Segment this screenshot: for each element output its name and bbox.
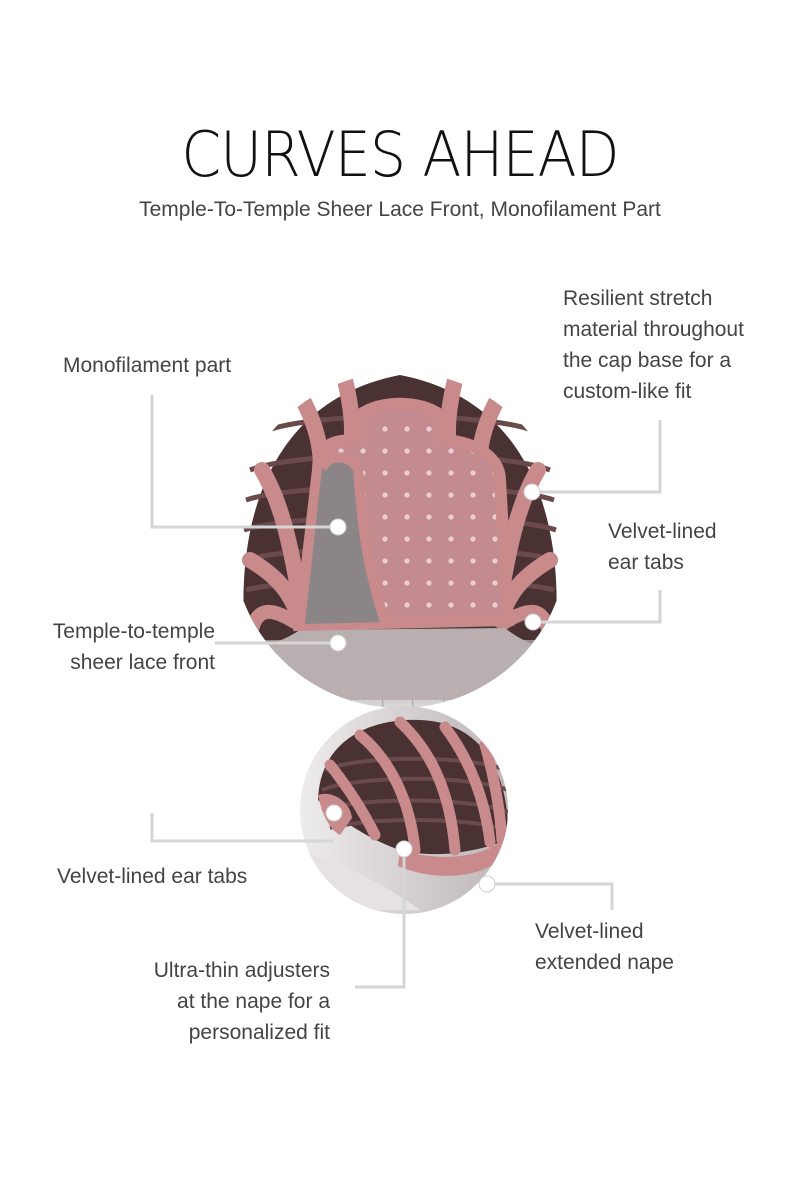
label-monofilament-part: Monofilament part — [63, 354, 232, 377]
label-stretch-line-2: material throughout — [563, 318, 744, 341]
page-title: CURVES AHEAD — [181, 118, 619, 191]
label-adjusters: Ultra-thin adjusters at the nape for a p… — [90, 955, 330, 1048]
label-ear-tabs-top: Velvet-lined ear tabs — [608, 516, 717, 578]
top-cap-view — [232, 372, 568, 708]
label-lace-front-line-1: Temple-to-temple — [52, 620, 215, 643]
label-ear-tabs-top-line-1: Velvet-lined — [608, 520, 717, 543]
callout-dot-monofilament — [329, 518, 347, 536]
label-adjusters-line-2: at the nape for a — [177, 990, 330, 1013]
label-extended-nape: Velvet-lined extended nape — [535, 916, 674, 978]
label-stretch-material: Resilient stretch material throughout th… — [563, 283, 744, 407]
callout-dot-lace-front — [329, 634, 347, 652]
label-lace-front-line-2: sheer lace front — [70, 651, 215, 674]
label-nape-line-1: Velvet-lined — [535, 920, 644, 943]
label-ear-tabs-bottom: Velvet-lined ear tabs — [57, 865, 248, 888]
callout-leader-lines — [150, 395, 662, 989]
label-ear-tabs-top-line-2: ear tabs — [608, 551, 684, 574]
callout-dot-adjusters — [395, 840, 413, 858]
label-lace-front: Temple-to-temple sheer lace front — [20, 616, 215, 678]
label-stretch-line-1: Resilient stretch — [563, 287, 713, 310]
callout-dot-stretch — [523, 483, 541, 501]
label-stretch-line-3: the cap base for a — [563, 349, 732, 372]
label-adjusters-line-3: personalized fit — [188, 1021, 330, 1044]
callout-dot-nape — [478, 875, 496, 893]
label-adjusters-line-1: Ultra-thin adjusters — [153, 959, 330, 982]
label-stretch-line-4: custom-like fit — [563, 380, 692, 403]
label-nape-line-2: extended nape — [535, 951, 674, 974]
page-subtitle: Temple-To-Temple Sheer Lace Front, Monof… — [139, 198, 661, 221]
callout-dot-ear-tabs-bottom — [325, 804, 343, 822]
callout-dot-ear-tabs-top — [524, 613, 542, 631]
